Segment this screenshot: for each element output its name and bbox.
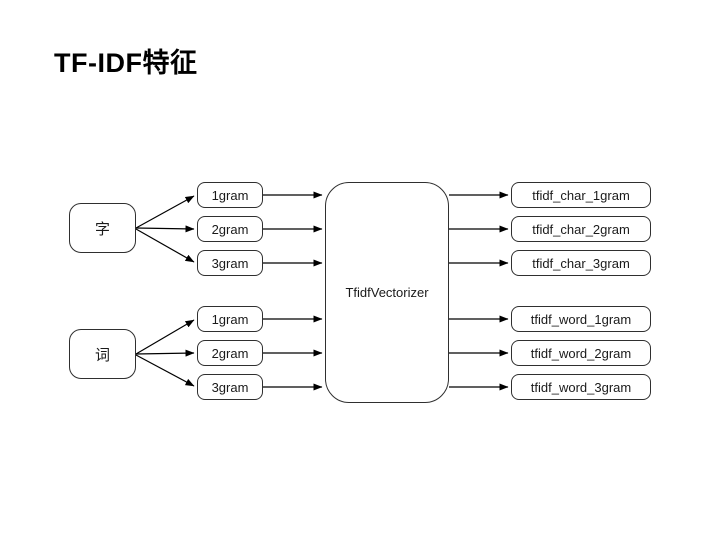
output-node-word-2gram: tfidf_word_2gram xyxy=(511,340,651,366)
word-ngram-node-2: 2gram xyxy=(197,340,263,366)
char-ngram-node-2: 2gram xyxy=(197,216,263,242)
char-ngram-node-1: 1gram xyxy=(197,182,263,208)
output-node-word-3gram: tfidf_word_3gram xyxy=(511,374,651,400)
output-node-char-1gram: tfidf_char_1gram xyxy=(511,182,651,208)
source-node-word: 词 xyxy=(69,329,136,379)
vectorizer-node: TfidfVectorizer xyxy=(325,182,449,403)
output-node-char-2gram: tfidf_char_2gram xyxy=(511,216,651,242)
word-ngram-node-3: 3gram xyxy=(197,374,263,400)
word-ngram-node-1: 1gram xyxy=(197,306,263,332)
source-node-char: 字 xyxy=(69,203,136,253)
output-node-word-1gram: tfidf_word_1gram xyxy=(511,306,651,332)
output-node-char-3gram: tfidf_char_3gram xyxy=(511,250,651,276)
page-title: TF-IDF特征 xyxy=(54,48,198,78)
char-ngram-node-3: 3gram xyxy=(197,250,263,276)
